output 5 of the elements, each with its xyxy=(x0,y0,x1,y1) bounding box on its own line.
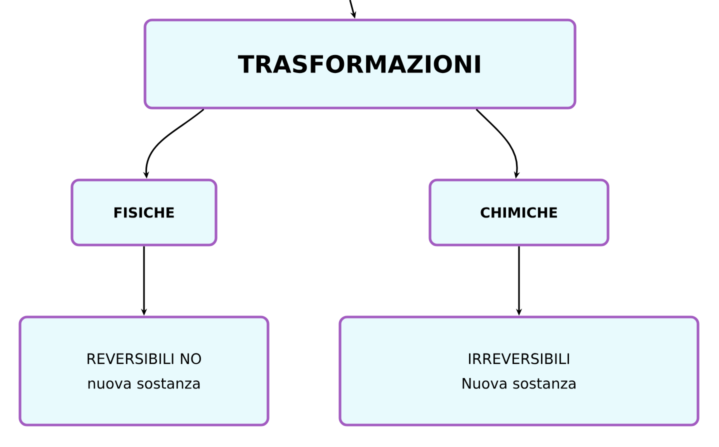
category-box: CHIMICHE xyxy=(428,178,610,246)
description-box: IRREVERSIBILI Nuova sostanza xyxy=(338,316,700,426)
category-box: FISICHE xyxy=(70,178,218,246)
description-box: REVERSIBILI NO nuova sostanza xyxy=(18,316,270,426)
title-box: TRASFORMAZIONI xyxy=(144,18,576,110)
